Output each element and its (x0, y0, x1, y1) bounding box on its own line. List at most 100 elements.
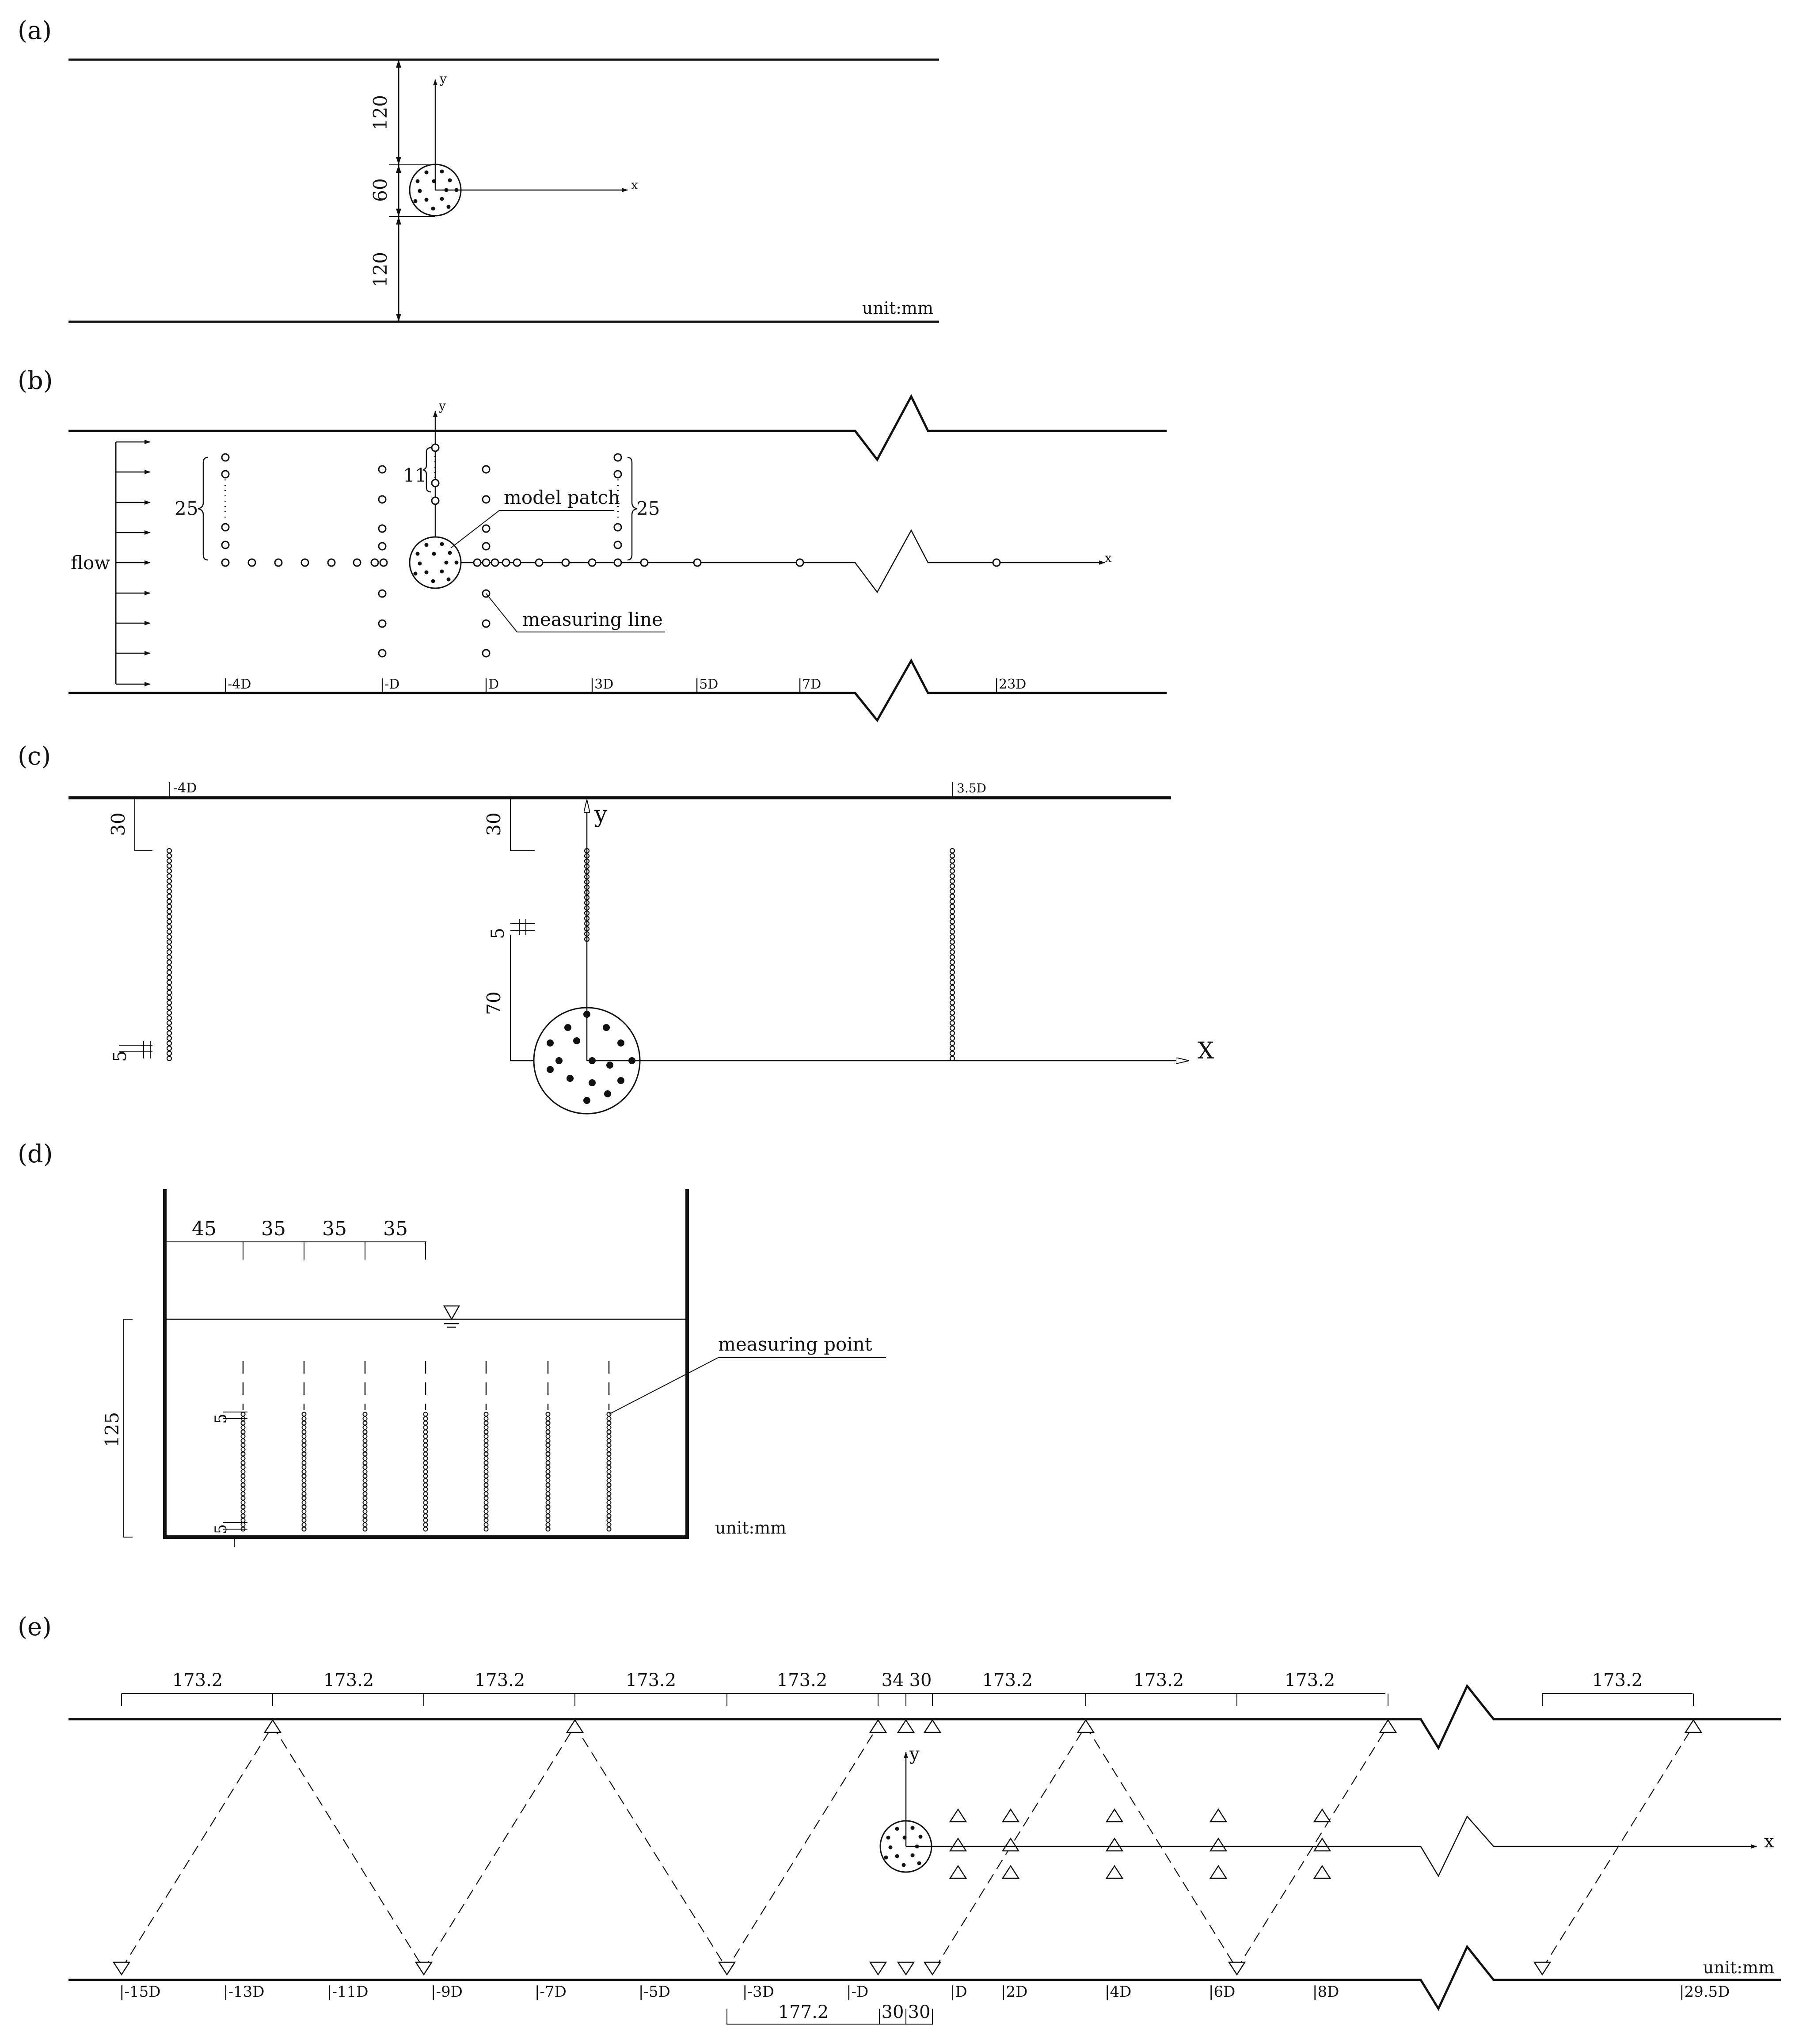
sensor-triangle (1533, 1961, 1552, 1976)
brace-right (627, 457, 638, 561)
measuring-point-d (301, 1416, 307, 1421)
model-patch-leader (450, 510, 614, 548)
measuring-point-c-right (949, 970, 955, 975)
top-dim-d-1: 35 (261, 1218, 286, 1240)
sensor-triangle (566, 1719, 584, 1733)
measuring-point-c-right (949, 853, 955, 859)
measuring-point-c-right (949, 1005, 955, 1011)
measuring-point-d (362, 1500, 368, 1505)
dim-c-5-left: 5 (110, 1051, 130, 1062)
sensor-triangle (112, 1961, 131, 1976)
tick-e-4: |-7D (535, 1983, 567, 2001)
measuring-point-d (362, 1491, 368, 1496)
dim-a-120-bottom: 120 (369, 252, 391, 287)
measuring-point-d (240, 1420, 246, 1426)
measuring-point-d (545, 1526, 551, 1532)
measuring-point-c-left (166, 1015, 172, 1021)
top-dim-ticks-d (243, 1242, 426, 1260)
sensor-triangles-e (112, 1719, 1703, 1976)
measuring-point-d (545, 1429, 551, 1435)
measuring-point-d (362, 1420, 368, 1426)
bottom-dim-line-e (726, 2009, 933, 2025)
measuring-point-d (362, 1526, 368, 1532)
measuring-point-c-right (949, 868, 955, 874)
top-dim-e-2: 173.2 (475, 1670, 525, 1690)
measuring-point-d (362, 1443, 368, 1448)
measuring-point-d (362, 1518, 368, 1523)
measuring-point-c-right (949, 944, 955, 950)
sensor-triangle (1105, 1865, 1124, 1879)
measuring-point-d (545, 1491, 551, 1496)
x-axis-label-a: x (631, 178, 638, 192)
measuring-point-c-left (166, 1040, 172, 1046)
measuring-point-d (423, 1451, 428, 1457)
measuring-point-d (423, 1438, 428, 1443)
measuring-point-d (545, 1443, 551, 1448)
sensor-triangle (1001, 1837, 1020, 1852)
dim-d-5-top: 5 (212, 1414, 230, 1424)
flow-label: flow (71, 552, 110, 574)
tank-walls (163, 1189, 689, 1539)
sensor-triangle (1379, 1719, 1397, 1733)
measuring-point-c-right (949, 974, 955, 980)
measuring-point-d (423, 1504, 428, 1510)
measuring-point-d (362, 1438, 368, 1443)
measuring-point-c-left (166, 1051, 172, 1056)
measuring-point-d (240, 1482, 246, 1488)
measuring-point-d (362, 1478, 368, 1483)
measuring-point-d (362, 1473, 368, 1479)
measuring-point-c-left (166, 873, 172, 879)
bottom-ticks-e: |-15D |-13D |-11D |-9D |-7D |-5D |-3D |-… (119, 1983, 1730, 2001)
measuring-point-d (545, 1416, 551, 1421)
measuring-point-d (240, 1513, 246, 1519)
measuring-point-d (240, 1447, 246, 1452)
measuring-point-c-right (949, 1051, 955, 1056)
measuring-point-d (483, 1509, 489, 1514)
measuring-point-d (545, 1456, 551, 1461)
measuring-point-d (483, 1456, 489, 1461)
measuring-point-c-right (949, 1015, 955, 1021)
measuring-point-d (606, 1456, 612, 1461)
measuring-point-c-right (949, 1040, 955, 1046)
measuring-point-d (362, 1447, 368, 1452)
measuring-point-c-right (949, 1025, 955, 1031)
dim-c-5-mid: 5 (488, 928, 508, 939)
sensor-triangle (1313, 1865, 1331, 1879)
measuring-point-d (606, 1504, 612, 1510)
tick-e-2: |-11D (327, 1983, 368, 2001)
measuring-point-d (545, 1509, 551, 1514)
measuring-point-d (483, 1473, 489, 1479)
x-axis-label-e: x (1764, 1831, 1774, 1852)
sensor-triangle (1313, 1808, 1331, 1823)
measuring-point-c-left (166, 888, 172, 894)
measuring-point-c-right (949, 990, 955, 996)
sensor-triangle (1228, 1961, 1246, 1976)
measuring-point-c-right (949, 929, 955, 935)
measuring-point-c-left (166, 924, 172, 930)
measuring-point-c-left (166, 929, 172, 935)
measuring-point-c-left (166, 995, 172, 1001)
measuring-point-d (362, 1451, 368, 1457)
measuring-point-c-left (166, 970, 172, 975)
measuring-point-d (606, 1416, 612, 1421)
measuring-point-d (240, 1443, 246, 1448)
measuring-point-c-left (166, 949, 172, 955)
model-patch-e (879, 1820, 932, 1873)
top-dim-e-3: 173.2 (626, 1670, 677, 1690)
top-dim-e-10: 173.2 (1592, 1670, 1643, 1690)
brace-left (198, 457, 208, 561)
measuring-point-c-left (166, 1025, 172, 1031)
measuring-point-d (240, 1491, 246, 1496)
measuring-point-d (423, 1478, 428, 1483)
measuring-point-d (423, 1509, 428, 1514)
measuring-point-d (545, 1469, 551, 1474)
zigzag-dashed-path-3 (1542, 1725, 1694, 1969)
dim-bracket-c-left (134, 798, 152, 851)
tick-e-13: |29.5D (1679, 1983, 1730, 2001)
measuring-point-d (362, 1429, 368, 1435)
measuring-point-d (606, 1429, 612, 1435)
measuring-point-d (240, 1478, 246, 1483)
measuring-point-d (301, 1500, 307, 1505)
measuring-point-d (301, 1473, 307, 1479)
